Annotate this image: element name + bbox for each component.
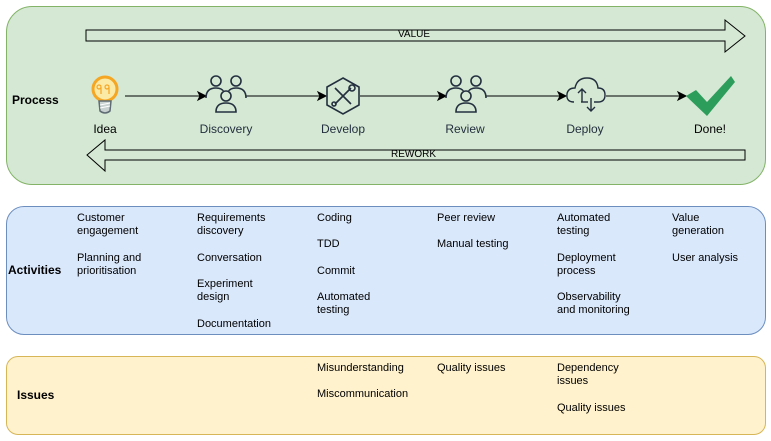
value-arrow <box>85 18 746 54</box>
activity-item: Conversation <box>197 252 262 264</box>
process-lane-label: Process <box>12 93 59 107</box>
users-icon <box>445 75 487 113</box>
activity-item: Requirements discovery <box>197 212 266 237</box>
lightbulb-icon <box>91 75 119 114</box>
issue-item: Quality issues <box>557 402 626 414</box>
value-arrow-label: VALUE <box>398 29 431 40</box>
activity-item: Planning and prioritisation <box>77 252 142 277</box>
activities-lane <box>6 206 766 335</box>
stage-label-done: Done! <box>693 122 727 136</box>
connector-arrowhead <box>196 90 208 102</box>
issue-item: Quality issues <box>437 362 506 374</box>
stage-label-deploy: Deploy <box>566 122 604 136</box>
activity-item: Coding <box>317 212 352 224</box>
users-icon <box>205 75 247 113</box>
connector-arrowhead <box>556 90 568 102</box>
activity-item: User analysis <box>672 252 739 264</box>
rework-arrow <box>86 138 746 173</box>
activity-item: Value generation <box>672 212 724 237</box>
checkmark-icon <box>686 76 735 116</box>
activity-item: Commit <box>317 265 355 277</box>
connector-arrowhead <box>676 90 688 102</box>
issue-item: Dependency issues <box>557 362 619 387</box>
issue-item: Misunderstanding <box>317 362 404 374</box>
rework-arrow-label: REWORK <box>391 149 436 160</box>
tools-icon <box>326 77 360 115</box>
stage-label-idea: Idea <box>93 122 117 136</box>
issue-item: Miscommunication <box>317 388 409 400</box>
activity-item: Observability and monitoring <box>557 291 630 316</box>
stage-label-review: Review <box>445 122 485 136</box>
activity-item: Deployment process <box>557 252 616 277</box>
activity-item: Experiment design <box>197 278 253 303</box>
stage-label-develop: Develop <box>320 122 366 136</box>
activities-lane-label: Activities <box>8 263 62 277</box>
activity-item: Documentation <box>197 318 271 330</box>
stage-label-discovery: Discovery <box>199 122 253 136</box>
activity-item: Customer engagement <box>77 212 139 237</box>
activity-item: Automated testing <box>557 212 611 237</box>
connector-arrowhead <box>436 90 448 102</box>
activity-item: Manual testing <box>437 238 509 250</box>
activity-item: Automated testing <box>317 291 371 316</box>
issues-lane <box>6 356 766 435</box>
cloud-upload-download-icon <box>566 77 606 112</box>
connector-arrowhead <box>316 90 328 102</box>
issues-lane-label: Issues <box>17 388 55 402</box>
activity-item: Peer review <box>437 212 496 224</box>
activity-item: TDD <box>317 238 340 250</box>
